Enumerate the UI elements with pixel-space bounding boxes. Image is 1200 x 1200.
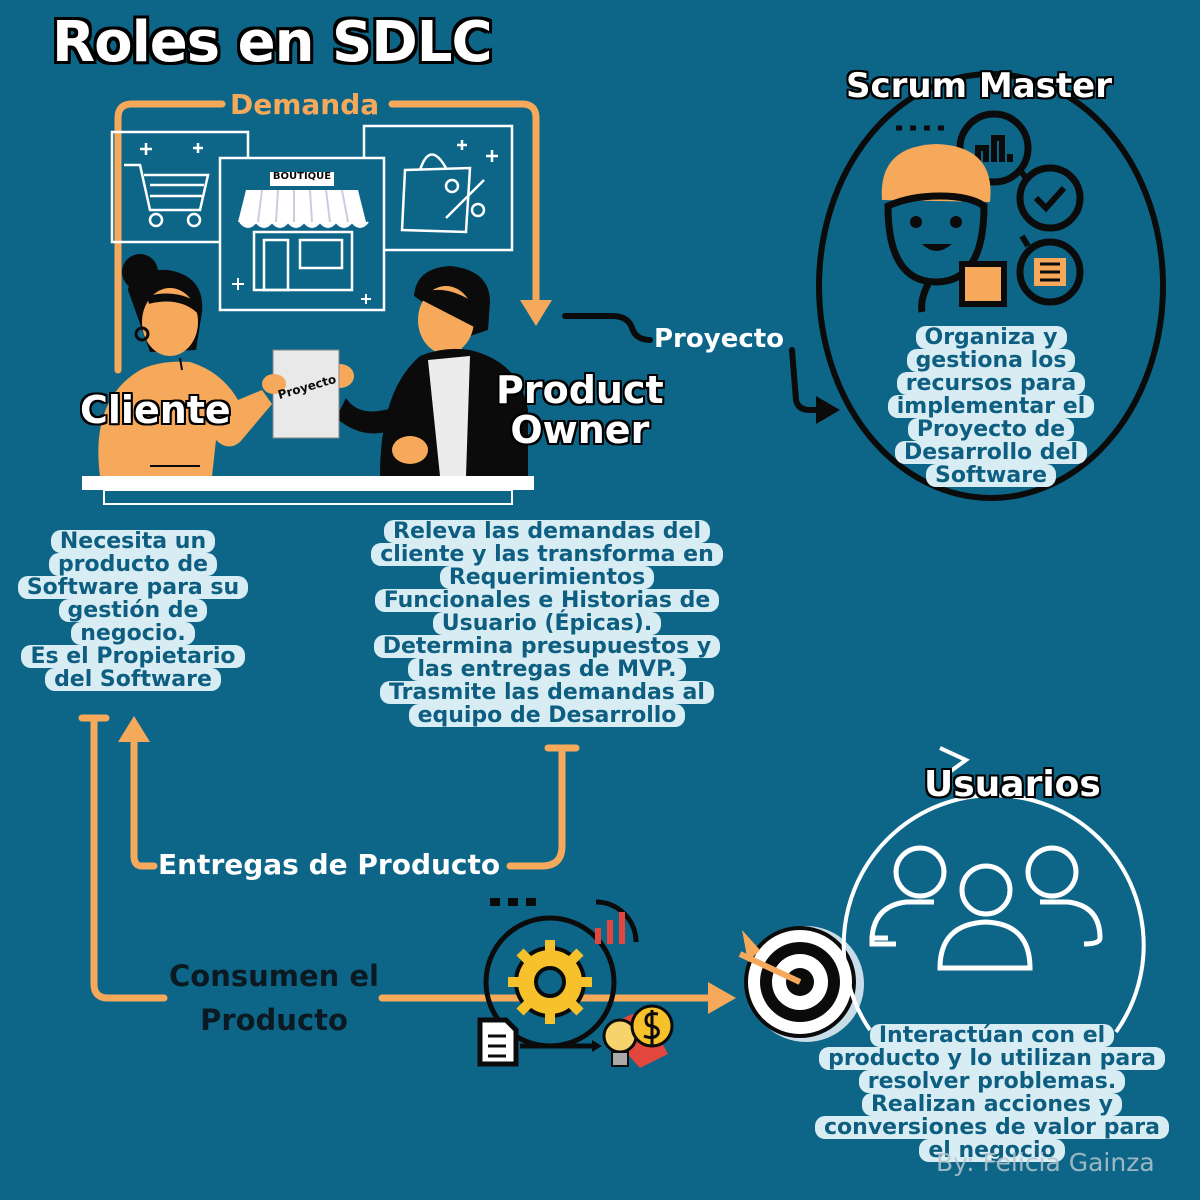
check-icon [1033, 185, 1067, 213]
consumen-label: Consumen el Producto [169, 959, 379, 1037]
storefront-icon [218, 156, 386, 312]
usuarios-role-label: Usuarios [924, 764, 1101, 805]
page-title: Roles en SDLC [52, 10, 493, 75]
demanda-arrowhead [520, 300, 552, 326]
entregas-arrow [130, 736, 566, 870]
scrum-master-role-label: Scrum Master [846, 66, 1112, 106]
chart-icon [975, 135, 1013, 162]
proyecto-arrow [562, 313, 823, 413]
list-icon [1034, 258, 1066, 286]
coin-icon [630, 1004, 674, 1048]
proyecto-label: Proyecto [654, 324, 785, 354]
users-icon [869, 845, 1103, 971]
author-watermark: By: Felicia Gainza [936, 1148, 1155, 1177]
entregas-label: Entregas de Producto [158, 848, 501, 881]
target-icon [738, 926, 864, 1042]
scrum-master-ellipse [816, 71, 1166, 501]
document-icon [477, 1017, 602, 1067]
shopping-bag-icon [362, 124, 514, 252]
shopping-cart-icon [110, 130, 250, 244]
demanda-arrow [114, 100, 540, 374]
scrum-master-figure [881, 110, 1084, 313]
gear-icon [483, 898, 639, 1049]
cliente-role-label: Cliente [80, 388, 231, 432]
usuarios-circle [841, 793, 1146, 1034]
client-figure [98, 254, 272, 476]
counter-desk [82, 476, 534, 490]
demanda-label: Demanda [230, 88, 380, 121]
project-paper [272, 349, 340, 439]
store-sign: BOUTIQUE [272, 171, 332, 182]
product-owner-role-label: Product Owner [496, 368, 664, 452]
product-owner-figure [326, 266, 528, 476]
